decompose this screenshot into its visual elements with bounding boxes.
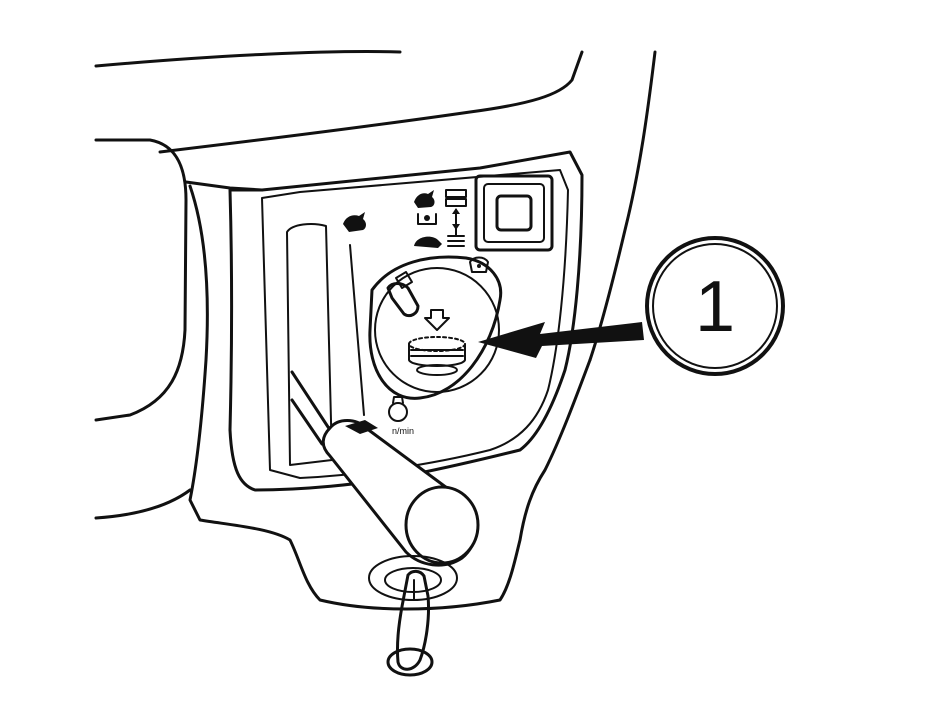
pto-button[interactable]: [474, 174, 554, 252]
dial-top-marker-icon: [469, 256, 489, 273]
speed-unit-label: n/min: [392, 426, 414, 436]
lift-lower-icon: [447, 227, 465, 247]
rabbit-icon: [414, 190, 435, 208]
mower-deck-dial[interactable]: [368, 255, 503, 400]
dial-indicator-icon: [386, 271, 420, 318]
lift-raise-icon: [445, 189, 467, 207]
throttle-slot: [286, 223, 365, 466]
key-icon[interactable]: [368, 555, 458, 677]
turtle-icon: [414, 236, 442, 248]
mode-symbols: [414, 189, 467, 248]
callout-number: 1: [695, 267, 735, 347]
lift-lower-icon: [452, 208, 460, 230]
engine-rpm-icon: [388, 396, 408, 422]
mower-deck-icon: [408, 309, 466, 376]
rabbit-icon: [343, 212, 366, 232]
hood-outline: [94, 50, 657, 520]
callout-1: 1: [478, 236, 785, 376]
throttle-lever[interactable]: [290, 370, 480, 567]
pto-switch-icon: [417, 213, 437, 225]
